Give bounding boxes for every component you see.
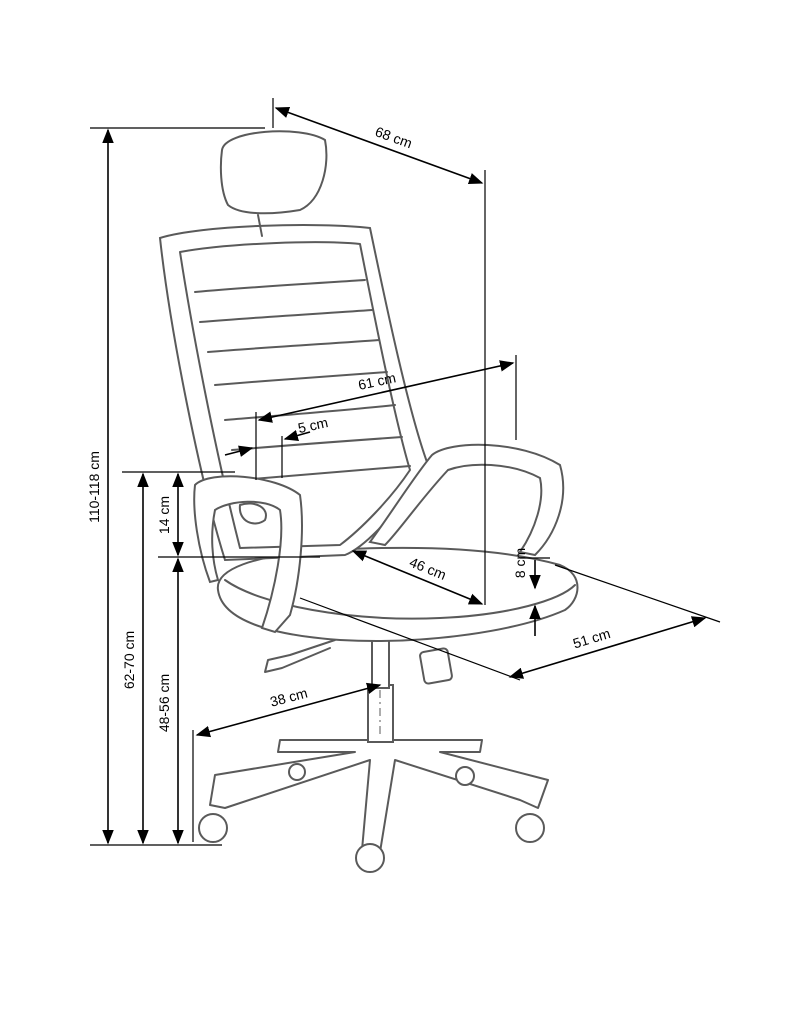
backrest-inner bbox=[179, 241, 411, 549]
seat-width-line bbox=[508, 616, 707, 679]
base-radius-line bbox=[195, 682, 382, 738]
caster bbox=[288, 763, 306, 781]
width-line bbox=[257, 360, 515, 423]
seat-thickness-label: 8 cm bbox=[512, 548, 528, 578]
dimension-lines bbox=[90, 98, 721, 846]
armrest-width-arrow-left bbox=[224, 445, 254, 457]
armrest-width-arrow-right bbox=[283, 429, 311, 442]
left-armrest bbox=[193, 475, 303, 634]
tilt-knob bbox=[419, 647, 453, 685]
armrest-height-label: 62-70 cm bbox=[121, 631, 137, 689]
depth-line bbox=[274, 107, 484, 184]
armrest-pad-detail bbox=[238, 502, 267, 525]
caster bbox=[355, 843, 385, 873]
total-height-label: 110-118 cm bbox=[86, 451, 102, 523]
seat-edge bbox=[224, 579, 576, 620]
chair-illustration bbox=[158, 130, 579, 873]
lever bbox=[264, 639, 336, 673]
caster bbox=[198, 813, 228, 843]
right-armrest bbox=[368, 443, 565, 557]
seat-depth-line bbox=[351, 550, 484, 605]
headrest-post bbox=[257, 214, 263, 237]
armrest-above-seat-label: 14 cm bbox=[156, 496, 172, 534]
width-label: 61 cm bbox=[357, 369, 398, 393]
caster bbox=[515, 813, 545, 843]
gas-lift-cylinder bbox=[371, 639, 390, 689]
headrest bbox=[219, 130, 328, 215]
chair-base bbox=[209, 739, 549, 853]
armrest-width-label: 5 cm bbox=[296, 414, 329, 436]
depth-label: 68 cm bbox=[373, 123, 414, 151]
caster bbox=[455, 766, 475, 786]
seat-height-label: 48-56 cm bbox=[156, 674, 172, 732]
